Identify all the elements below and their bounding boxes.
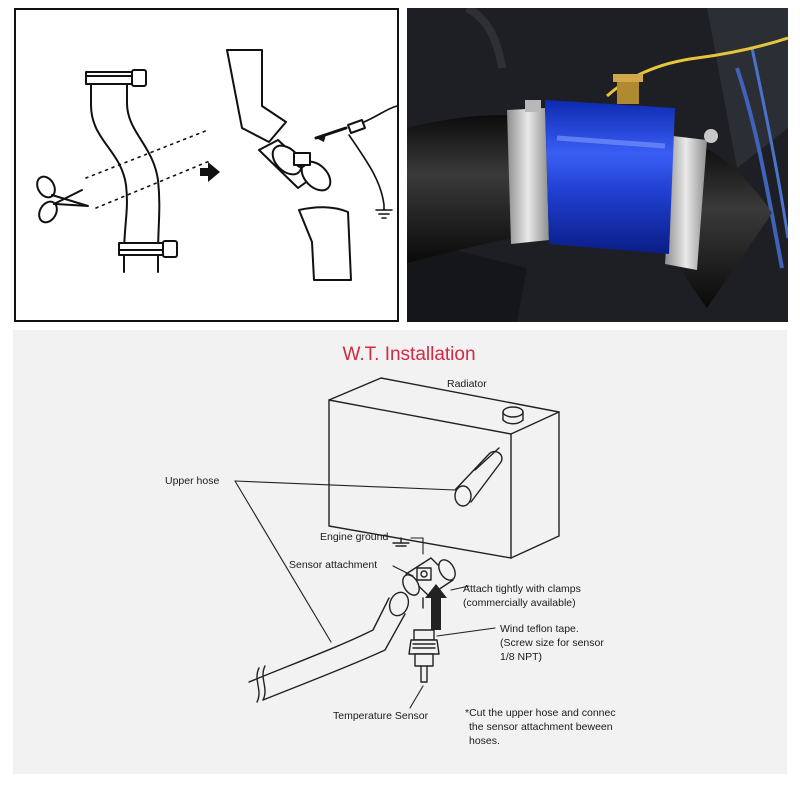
blue-adapter [545, 100, 675, 254]
radiator-drawing [328, 377, 560, 559]
insert-arrow-icon [316, 134, 326, 142]
s-hose [85, 69, 178, 273]
radiator-hose-stub [454, 447, 503, 507]
insert-sensor-arrow-icon [425, 584, 447, 630]
cut-lines [85, 129, 213, 209]
temperature-sensor-drawing [408, 629, 440, 683]
installation-diagram-panel: W.T. Installation [13, 330, 787, 774]
label-teflon-line2: (Screw size for sensor [500, 637, 604, 649]
upper-hose-piece [226, 49, 287, 143]
label-temperature-sensor: Temperature Sensor [333, 710, 429, 722]
note-line2: the sensor attachment beween [469, 721, 613, 733]
note-line3: hoses. [469, 735, 500, 747]
label-clamps-line2: (commercially available) [463, 597, 576, 609]
left-clamp [507, 108, 549, 244]
sensor-probe-drawing [314, 105, 397, 211]
scissors-icon [36, 175, 89, 224]
installed-adapter-photo [407, 8, 788, 322]
label-engine-ground: Engine ground [320, 531, 388, 543]
right-clamp [665, 136, 707, 270]
note-line1: *Cut the upper hose and connec [465, 707, 616, 719]
arrow-right-icon [200, 162, 220, 182]
label-radiator: Radiator [447, 378, 487, 390]
left-hose [407, 115, 522, 264]
label-sensor-attachment: Sensor attachment [289, 559, 377, 571]
label-upper-hose: Upper hose [165, 475, 219, 487]
photo-illustration [407, 8, 788, 322]
engine-ground-icon [392, 537, 410, 547]
label-teflon-line3: 1/8 NPT) [500, 651, 542, 663]
label-clamps-line1: Attach tightly with clamps [463, 583, 581, 595]
cutting-steps-illustration [36, 49, 397, 281]
leader-lines [234, 480, 496, 709]
lower-hose-drawing [248, 591, 410, 703]
ground-icon [375, 209, 393, 219]
label-teflon-line1: Wind teflon tape. [500, 623, 579, 635]
sensor-adapter-drawing [258, 139, 332, 192]
sensor-attachment-drawing [402, 557, 456, 609]
diagram-title: W.T. Installation [342, 344, 475, 365]
cutting-steps-panel [14, 8, 399, 322]
installation-diagram: W.T. Installation [165, 344, 616, 747]
lower-hose-piece [298, 206, 352, 281]
